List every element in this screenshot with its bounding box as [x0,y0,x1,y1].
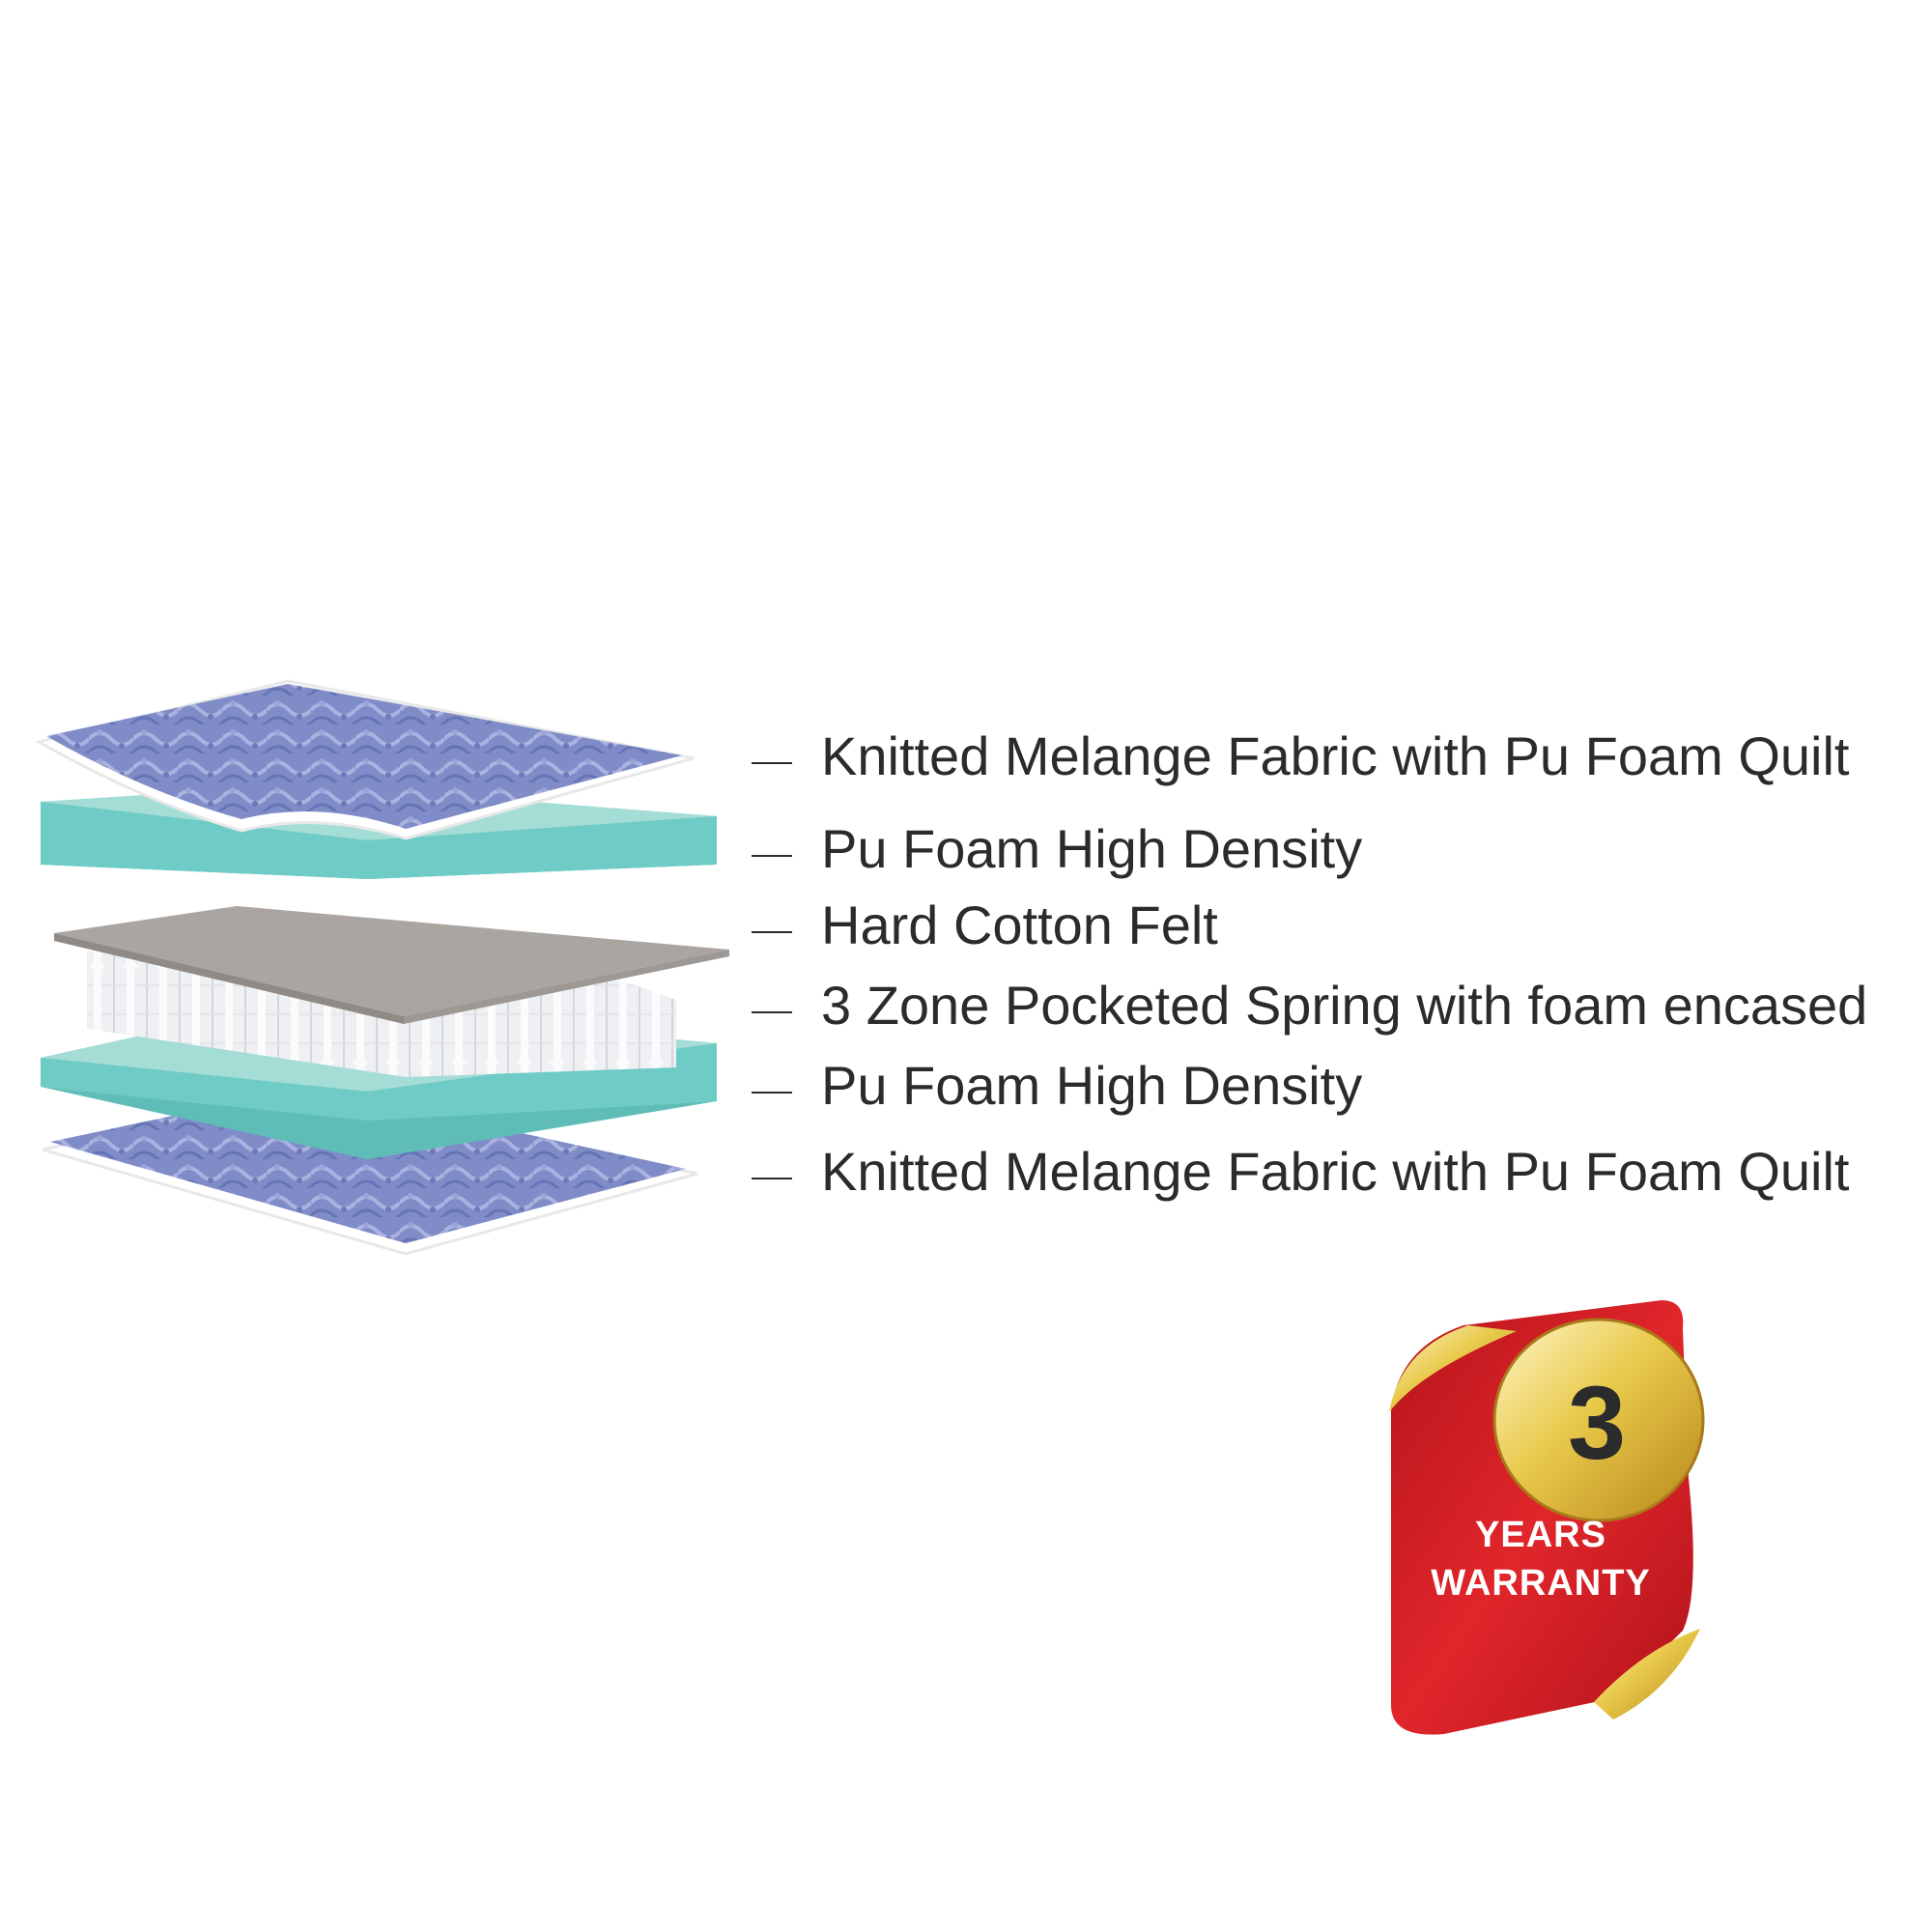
leader-line [752,855,792,857]
layer-label-4: 3 Zone Pocketed Spring with foam encased [752,966,1867,1043]
leader-line [752,1011,792,1013]
layer-label-5: Pu Foam High Density [752,1046,1362,1123]
layer-label-text: Pu Foam High Density [821,817,1363,879]
layer-label-text: Knitted Melange Fabric with Pu Foam Quil… [821,724,1850,786]
warranty-years-number: 3 [1567,1364,1627,1481]
leader-line [752,762,792,764]
layer-label-text: Pu Foam High Density [821,1054,1363,1116]
layer-label-text: 3 Zone Pocketed Spring with foam encased [821,974,1868,1036]
gold-medallion [1492,1318,1705,1522]
warranty-years-text: YEARS [1475,1515,1606,1555]
warranty-badge [1389,1300,1705,1735]
layer-label-3: Hard Cotton Felt [752,886,1218,963]
leader-line [752,931,792,933]
leader-line [752,1092,792,1094]
top-fabric-layer [34,679,695,840]
layer-label-text: Hard Cotton Felt [821,894,1218,955]
layer-label-6: Knitted Melange Fabric with Pu Foam Quil… [752,1132,1849,1209]
felt-layer [54,906,729,1024]
layer-label-text: Knitted Melange Fabric with Pu Foam Quil… [821,1140,1850,1202]
leader-line [752,1178,792,1179]
layer-label-2: Pu Foam High Density [752,810,1362,887]
layer-label-1: Knitted Melange Fabric with Pu Foam Quil… [752,717,1849,794]
warranty-text: WARRANTY [1431,1563,1651,1604]
